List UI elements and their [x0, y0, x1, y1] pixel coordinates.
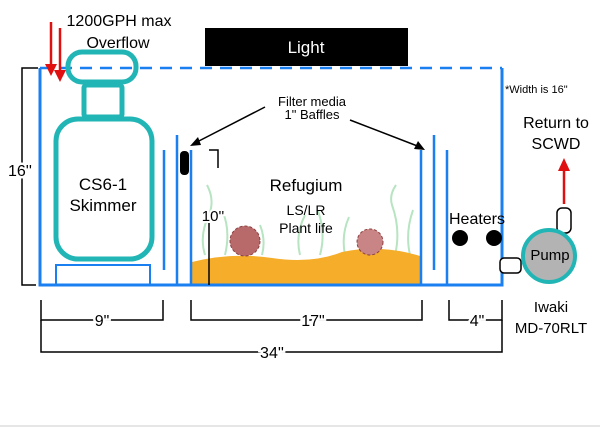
skimmer-stand	[55, 264, 151, 286]
height-dimension: 16''	[8, 163, 32, 180]
pump-model-label: Iwaki	[534, 299, 568, 316]
plant-life-label: Plant life	[279, 220, 333, 236]
lslr-label: LS/LR	[287, 202, 326, 218]
sand-bed	[192, 248, 420, 285]
skimmer-label: Skimmer	[69, 196, 136, 215]
heater	[452, 230, 468, 246]
pump	[521, 228, 577, 284]
light-label: Light	[288, 38, 325, 57]
heaters-label: Heaters	[449, 211, 505, 228]
pump-model-label: MD-70RLT	[515, 320, 587, 337]
filter-pointer-arrows	[190, 106, 425, 150]
baffle-height-dimension: 10''	[202, 208, 225, 225]
filter-label: Filter media	[278, 94, 347, 109]
return-section-dimension: 4"	[470, 313, 485, 330]
refugium-section-dimension: 17"	[301, 313, 324, 330]
live-rock	[356, 228, 384, 256]
return-arrow	[558, 158, 570, 204]
skimmer-section-dimension: 9"	[95, 313, 110, 330]
pump-inlet	[499, 257, 522, 274]
filter-label: 1" Baffles	[285, 107, 340, 122]
refugium-label: Refugium	[270, 176, 343, 195]
baffles	[162, 135, 449, 285]
heater	[486, 230, 502, 246]
overflow-label: Overflow	[86, 35, 150, 52]
pump-outlet	[556, 207, 572, 234]
overflow-label: 1200GPH max	[67, 13, 172, 30]
return-label: SCWD	[532, 136, 581, 153]
skimmer-label: CS6-1	[79, 175, 127, 194]
light-fixture	[205, 28, 408, 66]
live-rock	[229, 225, 261, 257]
width-note: *Width is 16"	[505, 84, 568, 96]
pump-label: Pump	[530, 247, 569, 264]
filter-media	[180, 151, 189, 175]
sump-tank	[38, 66, 504, 287]
dimension-lines	[21, 67, 503, 353]
total-length-dimension: 34''	[260, 345, 284, 362]
skimmer	[53, 49, 155, 262]
plant-life	[201, 184, 414, 256]
overflow-arrows	[45, 22, 66, 82]
return-label: Return to	[523, 115, 589, 132]
